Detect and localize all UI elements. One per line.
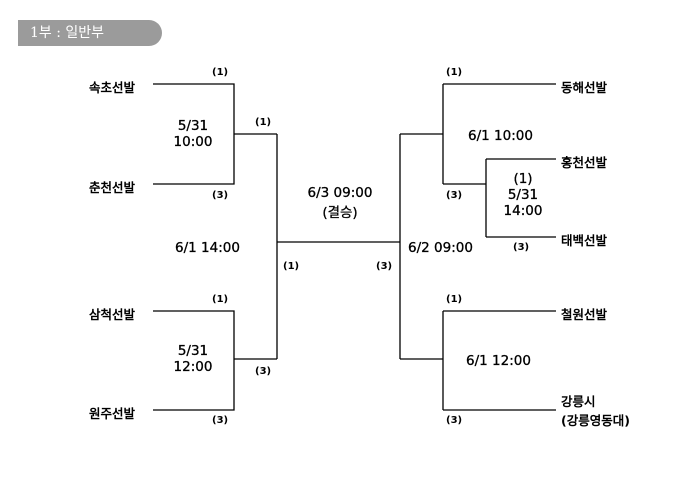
m5-date: 5/31	[507, 187, 539, 203]
m4-score-top: (1)	[446, 67, 463, 78]
m1-score-top: (1)	[212, 67, 229, 78]
m2-score-top: (1)	[212, 294, 229, 305]
m2-date: 5/31	[177, 343, 209, 359]
bracket-line-m3	[276, 134, 400, 359]
final-label: (결승)	[322, 205, 358, 221]
final-score-left: (1)	[283, 261, 300, 272]
team-hongcheon: 홍천선발	[561, 155, 608, 170]
team-gangneung-line2: (강릉영동대)	[561, 413, 630, 428]
m2-time: 12:00	[173, 359, 213, 375]
team-gangneung-line1: 강릉시	[561, 394, 596, 409]
m4-score-bottom: (3)	[446, 190, 463, 201]
team-samcheok: 삼척선발	[89, 307, 136, 322]
m5-score-top: (1)	[513, 171, 533, 187]
final-score-right: (3)	[376, 261, 393, 272]
m1-schedule: 5/31 10:00	[170, 118, 216, 150]
final-schedule: 6/3 09:00 (결승)	[296, 185, 384, 221]
bracket-line-m1	[153, 83, 277, 185]
team-gangneung: 강릉시 (강릉영동대)	[561, 391, 630, 429]
team-sokcho: 속초선발	[89, 80, 136, 95]
m3-score-top: (1)	[255, 117, 272, 128]
bracket-line-m6	[400, 310, 556, 411]
m5-schedule: (1) 5/31 14:00	[500, 171, 546, 219]
m7-schedule: 6/2 09:00	[408, 240, 473, 256]
m1-date: 5/31	[177, 118, 209, 134]
m2-score-bottom: (3)	[212, 415, 229, 426]
m2-schedule: 5/31 12:00	[170, 343, 216, 375]
m1-score-bottom: (3)	[212, 190, 229, 201]
m4-schedule: 6/1 10:00	[468, 128, 533, 144]
m6-schedule: 6/1 12:00	[466, 353, 531, 369]
bracket-line-m5	[485, 158, 556, 238]
final-datetime: 6/3 09:00	[307, 185, 373, 201]
team-donghae: 동해선발	[561, 80, 608, 95]
team-chuncheon: 춘천선발	[89, 180, 136, 195]
m3-score-bottom: (3)	[255, 366, 272, 377]
m5-score-bottom: (3)	[513, 242, 530, 253]
bracket-line-m2	[153, 310, 277, 411]
division-label: 1부 : 일반부	[30, 25, 105, 41]
bracket-line-m4	[400, 83, 556, 185]
m6-score-top: (1)	[446, 294, 463, 305]
m5-time: 14:00	[503, 203, 543, 219]
division-tab: 1부 : 일반부	[18, 20, 162, 46]
team-cheorwon: 철원선발	[561, 307, 608, 322]
m6-score-bottom: (3)	[446, 415, 463, 426]
team-wonju: 원주선발	[89, 406, 136, 421]
team-taebaek: 태백선발	[561, 233, 608, 248]
m1-time: 10:00	[173, 134, 213, 150]
m3-schedule: 6/1 14:00	[175, 240, 240, 256]
